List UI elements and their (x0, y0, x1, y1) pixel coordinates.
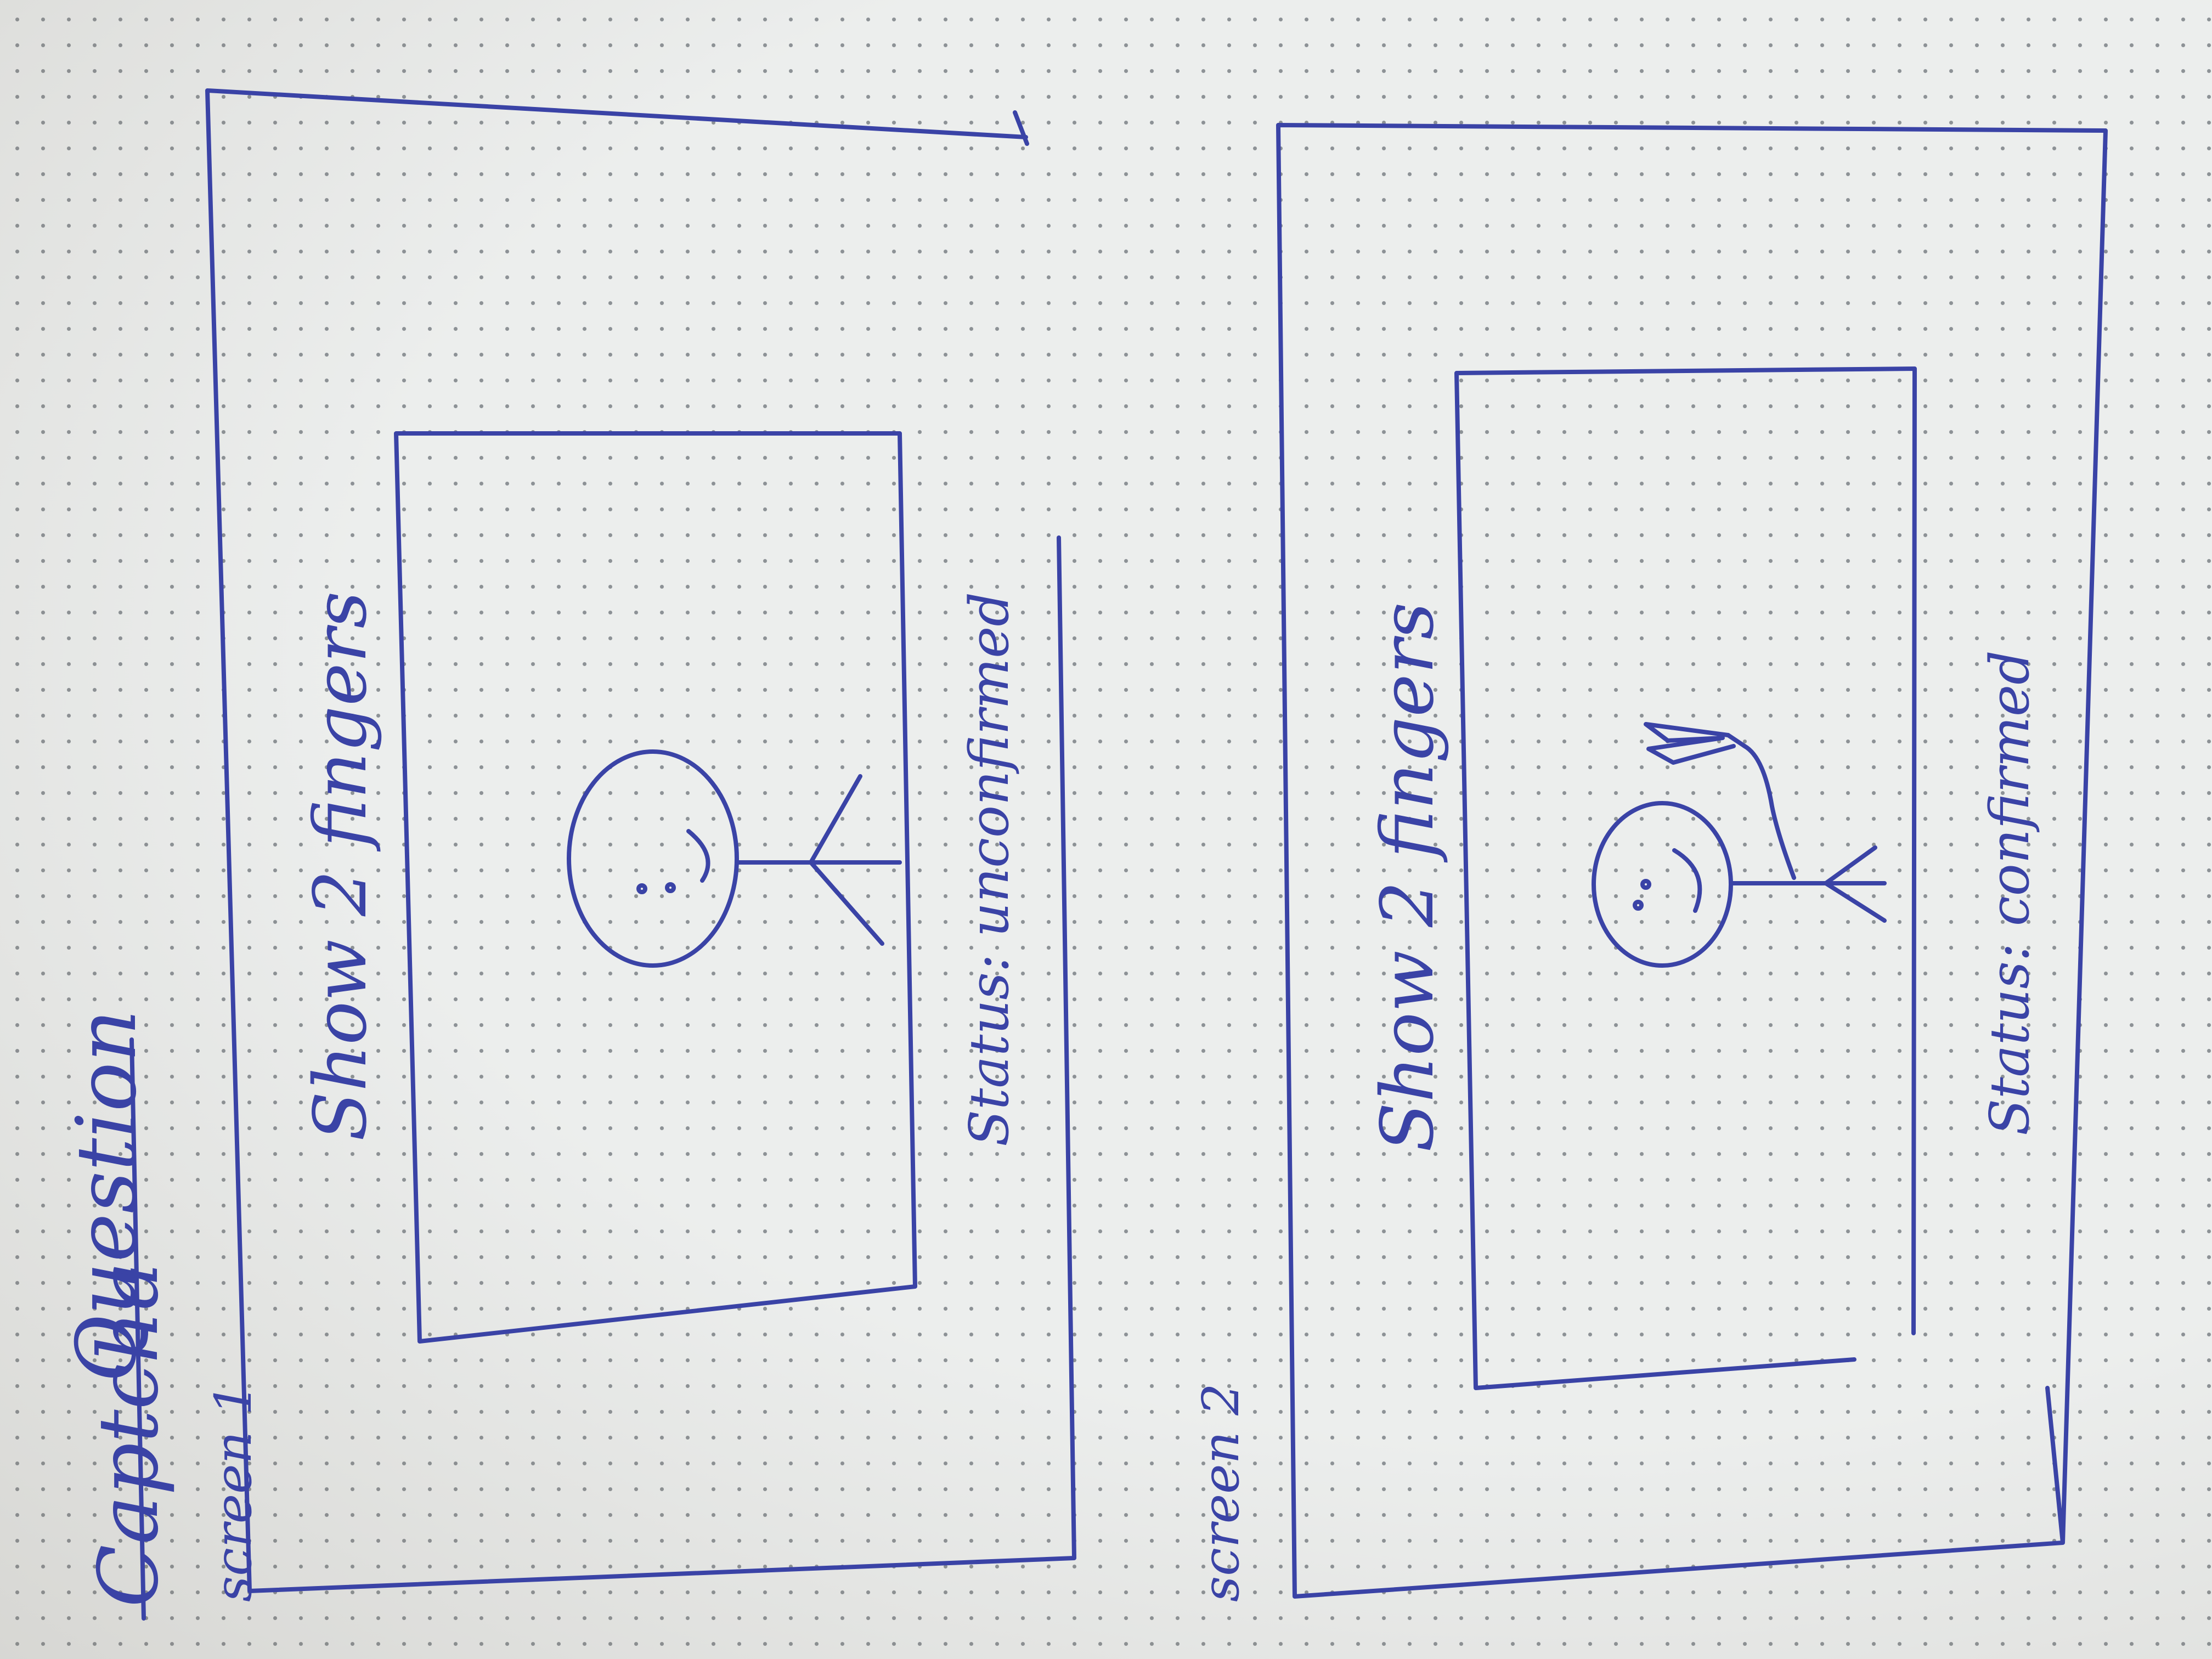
two-fingers-raised-icon (1644, 722, 1736, 765)
smiley-stick-figure-icon-2 (1592, 801, 1733, 968)
arm-lower (809, 860, 884, 946)
arm-upper (809, 774, 862, 865)
eye-right (665, 882, 676, 893)
eye-left-2 (1633, 900, 1644, 911)
screen-2-figure (1592, 722, 1887, 968)
screen-2-label: screen 2 (1192, 1383, 1250, 1602)
raised-arm-2 (1726, 733, 1796, 880)
screen-1-figure (567, 749, 902, 968)
screen-2-video-box (1454, 366, 1917, 1390)
heading-underline (129, 1037, 146, 1621)
smiley-stick-figure-icon (567, 749, 739, 968)
eye-left (636, 883, 647, 894)
screen-1-status: Status: unconfirmed (958, 591, 1021, 1147)
eye-right-2 (1640, 879, 1651, 890)
screen-1-video-box (394, 431, 917, 1344)
screen-2-frame (1276, 123, 2108, 1599)
screen-2-prompt: Show 2 fingers (1365, 602, 1450, 1152)
screen-1-prompt: Show 2 fingers (298, 591, 383, 1141)
smile (686, 829, 710, 883)
screen-1-label: screen 1 (204, 1383, 263, 1602)
screen-2-status: Status: confirmed (1979, 650, 2041, 1136)
smile-2 (1672, 848, 1702, 913)
leg-upper-2 (1824, 845, 1877, 885)
leg-lower-2 (1824, 881, 1887, 923)
screen-1-frame (205, 88, 1076, 1593)
